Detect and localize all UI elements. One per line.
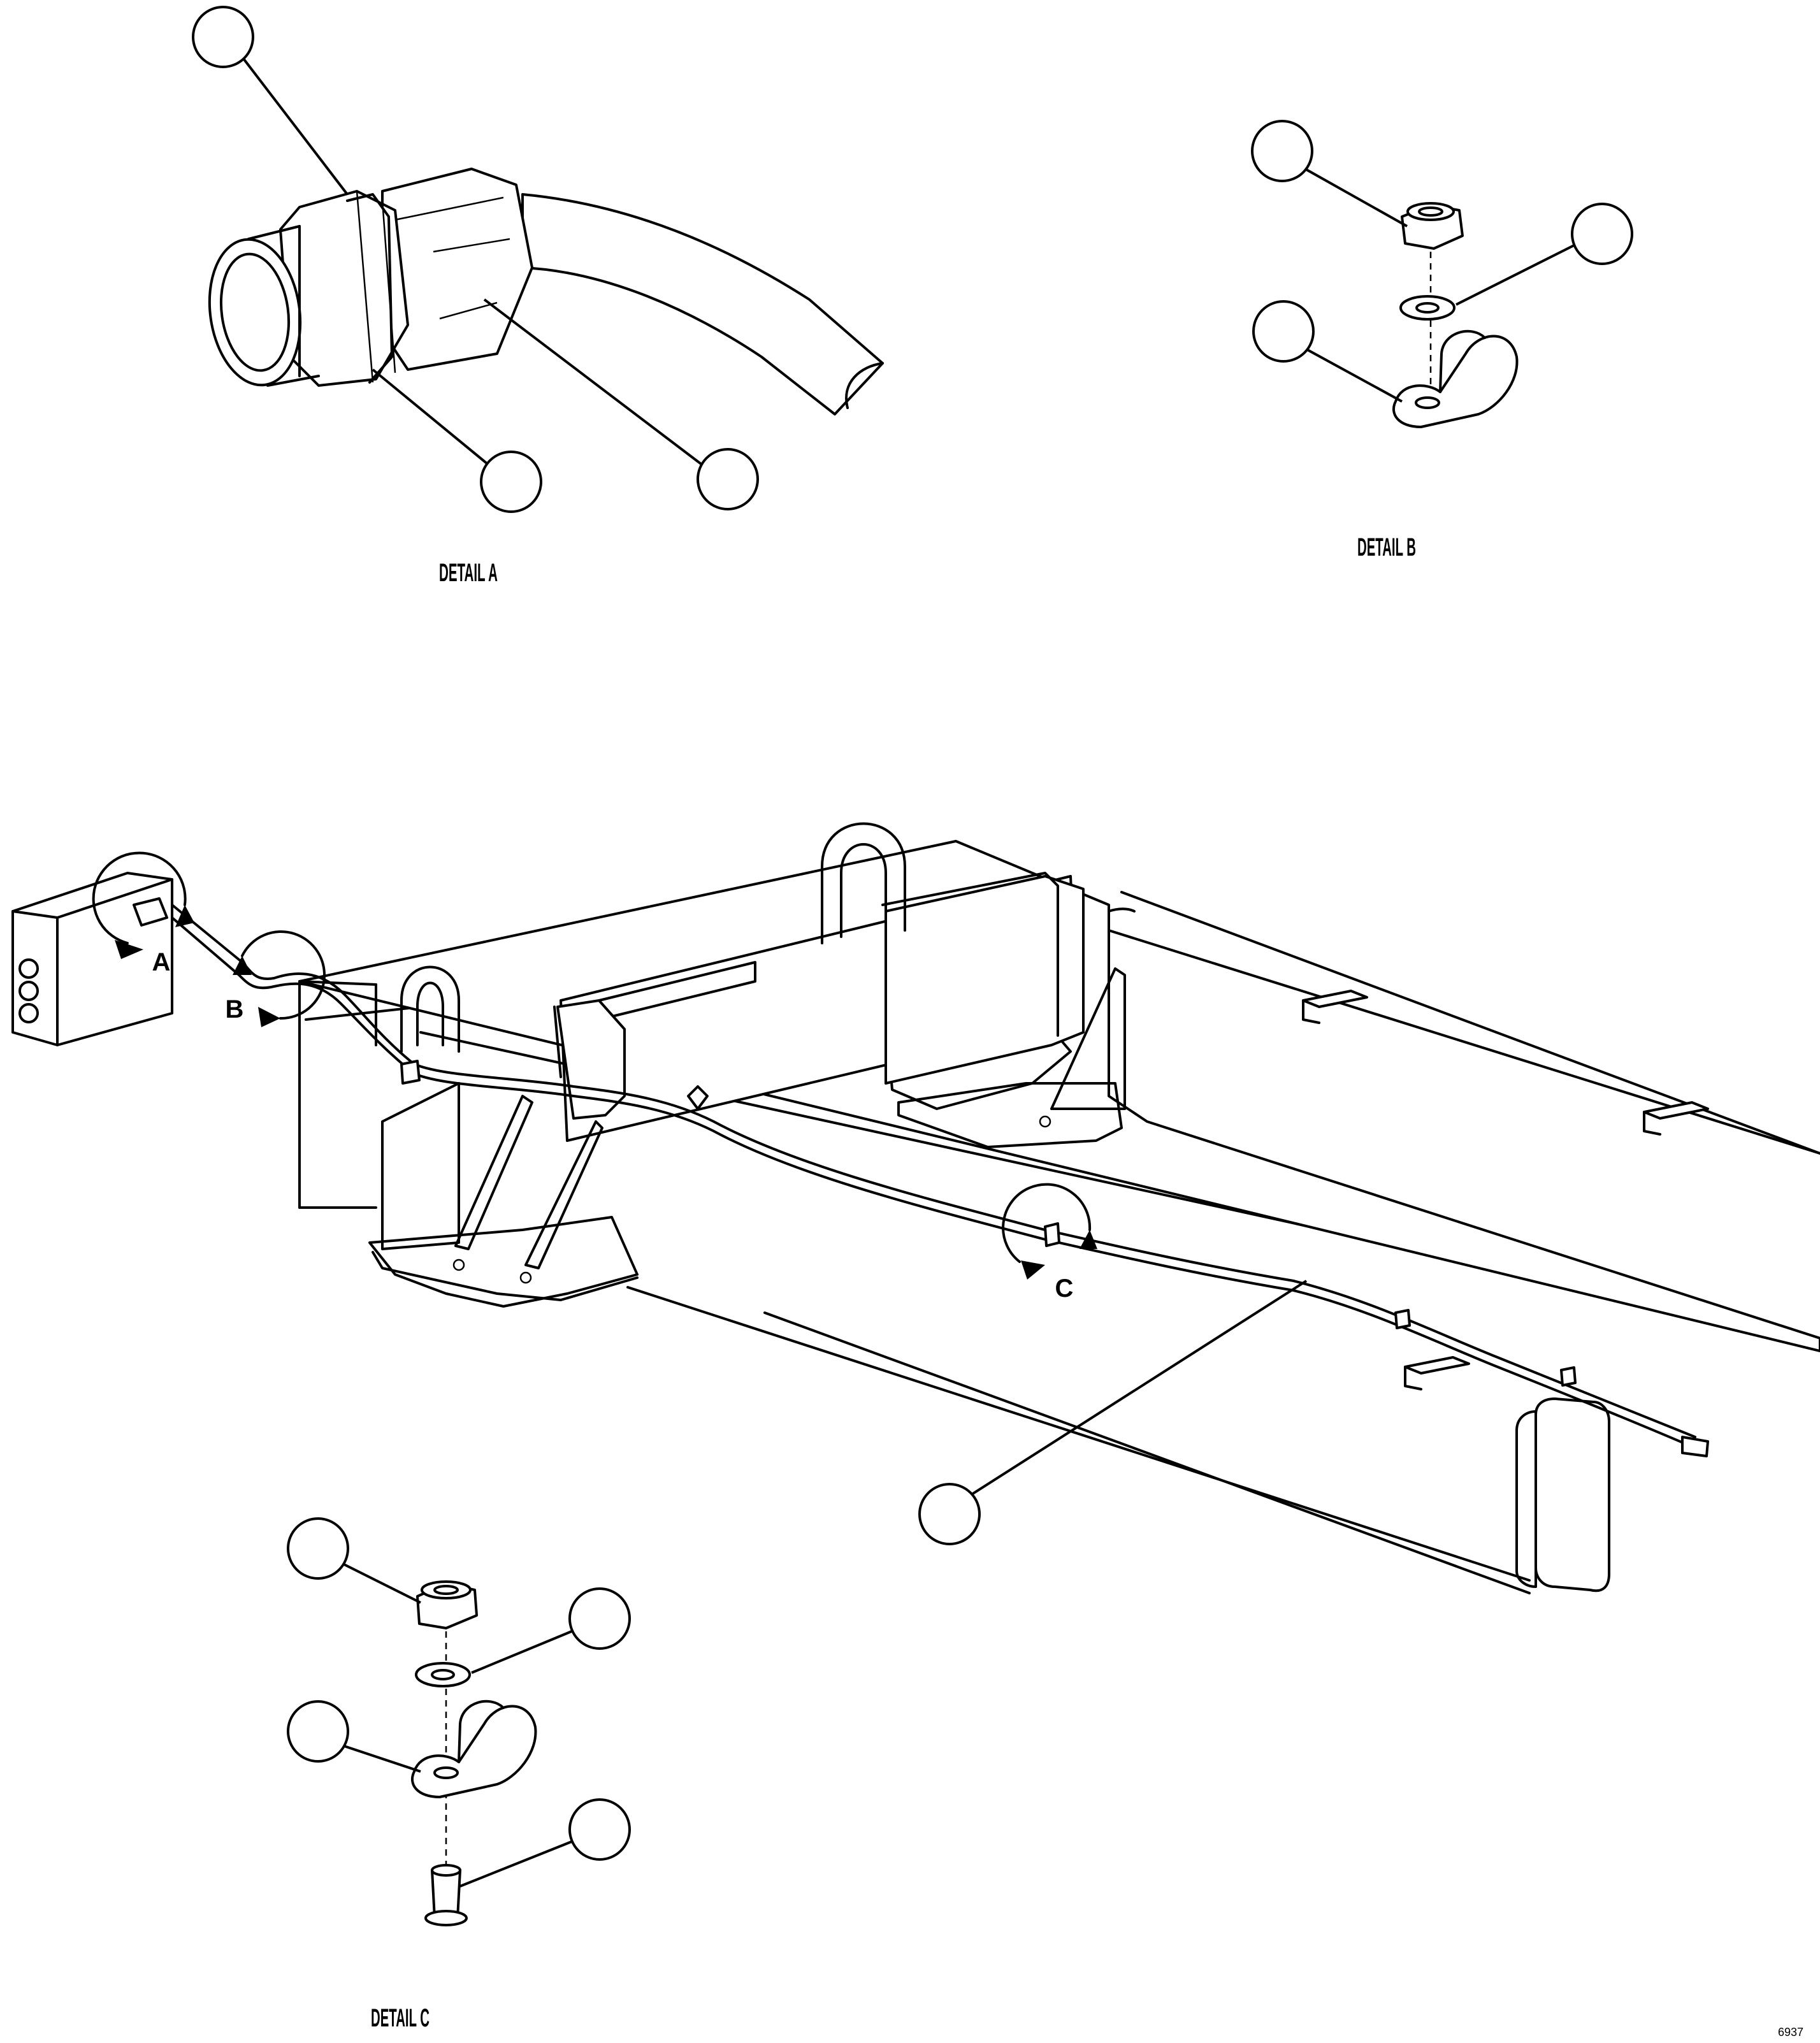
wire-harness (171, 904, 1709, 1457)
detail-a-callouts (192, 6, 759, 513)
view-label-b: B (226, 995, 244, 1023)
main-balloon-harness (918, 1483, 981, 1545)
detail-b-callouts (1251, 120, 1633, 403)
figure-number: 6937 (1778, 2026, 1803, 2039)
main-frame-assembly (298, 822, 1820, 1594)
detail-c-balloon-2 (568, 1587, 631, 1650)
junction-box-knockout-1 (18, 958, 39, 979)
view-indicators: A B C (92, 851, 1097, 1303)
detail-a-balloon-2 (480, 451, 542, 513)
detail-b-balloon-1 (1251, 120, 1313, 182)
detail-a-caption: DETAIL A (439, 559, 498, 587)
junction-box-knockout-2 (18, 981, 39, 1001)
detail-a-balloon-1 (192, 6, 254, 68)
detail-b-balloon-2 (1571, 203, 1633, 265)
view-arrow-b (258, 1007, 280, 1027)
detail-c-balloon-1 (287, 1517, 349, 1580)
junction-box-knockout-3 (18, 1003, 39, 1023)
detail-a-connector-drawing (208, 168, 884, 415)
view-circle-a (92, 851, 187, 944)
detail-b-balloon-3 (1252, 300, 1315, 363)
detail-a-balloon-3 (697, 448, 759, 510)
detail-c-caption: DETAIL C (371, 2004, 430, 2032)
detail-c-balloon-4 (568, 1798, 631, 1861)
detail-b-clamp-drawing (1392, 202, 1519, 428)
view-label-a: A (152, 948, 171, 976)
view-circle-b (241, 930, 326, 1020)
detail-c-callouts (287, 1517, 631, 1888)
view-label-c: C (1055, 1274, 1074, 1303)
detail-c-balloon-3 (287, 1700, 349, 1763)
view-circle-c (1002, 1183, 1092, 1263)
view-arrow-c (1021, 1260, 1045, 1280)
detail-b-caption: DETAIL B (1357, 533, 1416, 561)
view-arrow-a (115, 940, 143, 959)
detail-c-clamp-drawing (410, 1580, 537, 1926)
junction-box (11, 872, 173, 1046)
